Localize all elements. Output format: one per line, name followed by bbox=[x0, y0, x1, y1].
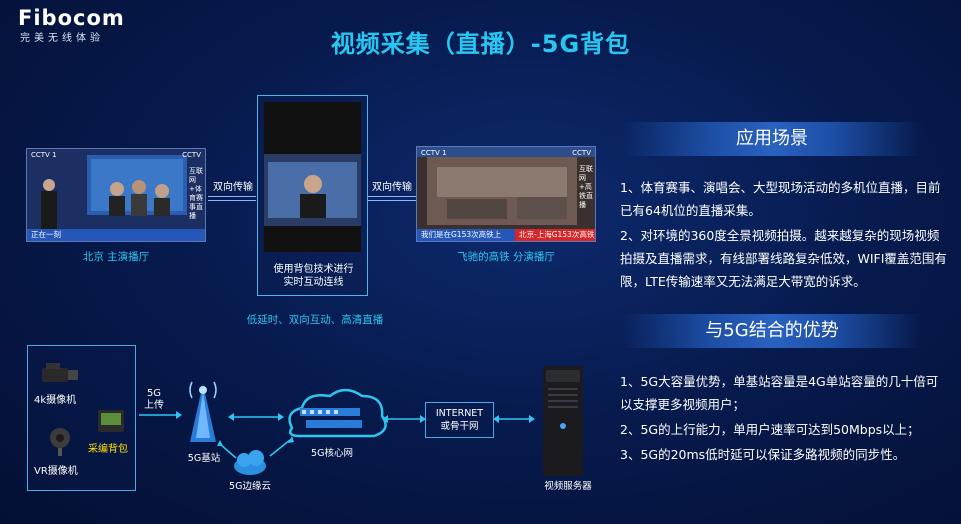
backpack-icon bbox=[98, 410, 124, 432]
advantages-header: 与5G结合的优势 bbox=[622, 314, 922, 348]
transfer-label-left: 双向传输 bbox=[213, 182, 253, 193]
ticker-left-text: 我们是在G153次高铁上 bbox=[421, 230, 502, 239]
cctv-logo-left: CCTV 1 bbox=[31, 151, 57, 159]
backbone-label: 或骨干网 bbox=[440, 421, 479, 432]
core-link-arrow bbox=[228, 413, 284, 421]
core-network-icon bbox=[288, 388, 387, 438]
server-link-arrow bbox=[493, 415, 535, 423]
studio-scene-image bbox=[27, 149, 205, 241]
edge-cloud-icon bbox=[234, 450, 266, 475]
edge-core-arrow bbox=[269, 436, 294, 457]
side-caption: 互联网+体育赛事直播 bbox=[189, 167, 203, 220]
application-item: 1、体育赛事、演唱会、大型现场活动的多机位直播，目前已有64机位的直播采集。 bbox=[620, 180, 941, 218]
edge-cloud-label: 5G边缘云 bbox=[229, 481, 271, 492]
network-diagram bbox=[139, 366, 583, 476]
uplink-label-line2: 上传 bbox=[144, 400, 164, 411]
train-scene-image bbox=[417, 147, 595, 241]
live-link-screen bbox=[264, 102, 361, 252]
base-station-label: 5G基站 bbox=[187, 453, 221, 464]
cctv-logo-right: CCTV bbox=[572, 149, 591, 157]
uplink-label-line1: 5G bbox=[146, 388, 162, 399]
transfer-line-left bbox=[208, 196, 256, 201]
train-caption: 飞驰的高铁 分演播厅 bbox=[457, 251, 555, 263]
video-ticker: 我们是在G153次高铁上 北京-上海G153次高铁 bbox=[417, 229, 595, 241]
transfer-label-right: 双向传输 bbox=[372, 182, 412, 193]
base-station-icon bbox=[189, 381, 217, 442]
video-server-label: 视频服务器 bbox=[544, 481, 592, 492]
video-ticker: 正在一刻 bbox=[27, 229, 205, 241]
backpack-caption-line2: 实时互动连线 bbox=[283, 277, 344, 288]
application-list: 1、体育赛事、演唱会、大型现场活动的多机位直播，目前已有64机位的直播采集。 2… bbox=[620, 176, 950, 295]
core-network-label: 5G核心网 bbox=[311, 448, 353, 459]
camera-vr-label: VR摄像机 bbox=[34, 466, 78, 477]
camera-4k-icon bbox=[42, 363, 78, 382]
brand-tagline: 完美无线体验 bbox=[20, 33, 104, 44]
uplink-arrow bbox=[139, 411, 182, 419]
train-video-frame: CCTV 1 CCTV 互联网+高铁直播 我们是在G153次高铁上 北京-上海G… bbox=[416, 146, 596, 242]
studio-video-frame: CCTV 1 CCTV 互联网+体育赛事直播 正在一刻 bbox=[26, 148, 206, 242]
capture-equipment-box: 4k摄像机 VR摄像机 采编背包 bbox=[27, 345, 136, 491]
side-caption: 互联网+高铁直播 bbox=[579, 165, 593, 209]
backpack-device-frame: 使用背包技术进行 实时互动连线 bbox=[257, 95, 368, 296]
reporter-scene-image bbox=[264, 102, 361, 252]
feature-caption: 低延时、双向互动、高清直播 bbox=[246, 314, 384, 326]
advantage-item: 1、5G大容量优势，单基站容量是4G单站容量的几十倍可以支撑更多视频用户； bbox=[620, 374, 939, 412]
camera-vr-icon bbox=[50, 428, 70, 456]
brand-logo: Fibocom bbox=[18, 6, 125, 30]
application-item: 2、对环境的360度全景视频拍摄。越来越复杂的现场视频拍摄及直播需求，有线部署线… bbox=[620, 228, 947, 289]
cctv-logo-left: CCTV 1 bbox=[421, 149, 447, 157]
application-header: 应用场景 bbox=[622, 122, 922, 156]
internet-label: INTERNET bbox=[435, 408, 484, 419]
camera-4k-label: 4k摄像机 bbox=[34, 395, 77, 406]
ticker-right-text: 北京-上海G153次高铁 bbox=[519, 230, 595, 239]
advantage-item: 2、5G的上行能力，单用户速率可达到50Mbps以上； bbox=[620, 422, 920, 437]
page-title: 视频采集（直播）-5G背包 bbox=[330, 30, 631, 58]
cctv-logo-right: CCTV bbox=[182, 151, 201, 159]
video-server-icon bbox=[543, 366, 583, 476]
advantage-item: 3、5G的20ms低时延可以保证多路视频的同步性。 bbox=[620, 447, 906, 462]
edge-link-arrow bbox=[217, 440, 237, 459]
transfer-line-right bbox=[368, 196, 416, 201]
studio-caption: 北京 主演播厅 bbox=[82, 251, 150, 263]
internet-link-arrow bbox=[382, 415, 426, 423]
backpack-caption-line1: 使用背包技术进行 bbox=[273, 264, 354, 275]
internet-box: INTERNET 或骨干网 bbox=[425, 402, 494, 438]
backpack-label: 采编背包 bbox=[88, 444, 128, 455]
advantages-list: 1、5G大容量优势，单基站容量是4G单站容量的几十倍可以支撑更多视频用户； 2、… bbox=[620, 370, 950, 468]
